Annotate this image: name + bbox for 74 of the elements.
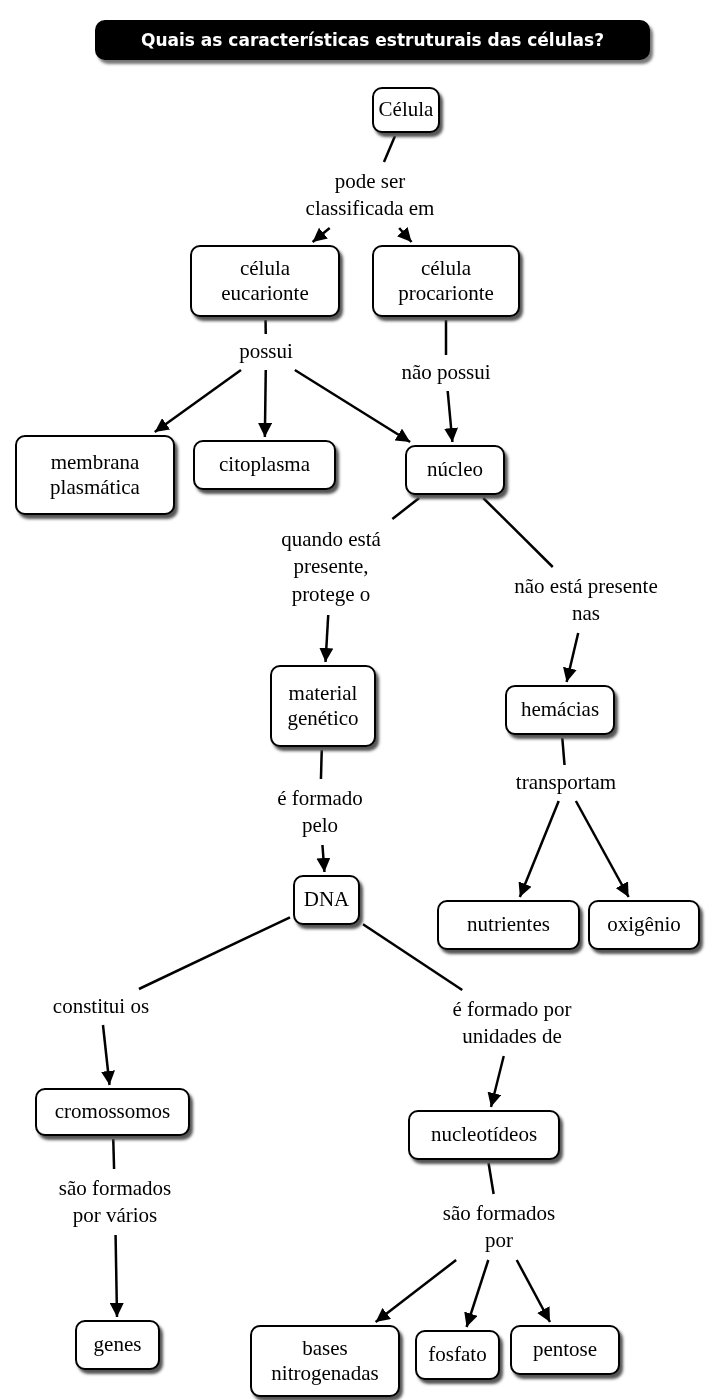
linking-phrase: não está presente nas bbox=[513, 572, 659, 627]
concept-label: célula procarionte bbox=[397, 255, 495, 307]
connector-line bbox=[382, 135, 397, 163]
concept-label: DNA bbox=[303, 887, 350, 913]
concept-label: núcleo bbox=[427, 457, 483, 483]
concept-box bbox=[250, 1325, 400, 1397]
title: Quais as características estruturais das células? bbox=[140, 30, 605, 50]
concept-label: nutrientes bbox=[467, 912, 550, 938]
concept-label: hemácias bbox=[520, 697, 600, 723]
arrow bbox=[316, 844, 331, 873]
concept-box bbox=[15, 435, 175, 515]
arrow bbox=[518, 800, 560, 898]
linking-phrase: são formados por bbox=[441, 1199, 557, 1254]
linking-phrase: é formado pelo bbox=[276, 784, 364, 839]
arrow bbox=[515, 1259, 552, 1323]
linking-phrase: é formado por unidades de bbox=[451, 995, 573, 1050]
concept-box bbox=[372, 245, 520, 317]
concept-box bbox=[505, 685, 615, 735]
linking-phrase: não possui bbox=[401, 359, 491, 387]
arrow bbox=[154, 369, 242, 433]
connector-line bbox=[391, 497, 420, 520]
concept-label: genes bbox=[93, 1332, 142, 1358]
concept-box bbox=[372, 87, 440, 133]
concept-box bbox=[415, 1330, 500, 1380]
arrow bbox=[101, 1024, 115, 1086]
connector-line bbox=[444, 320, 448, 355]
concept-box bbox=[190, 245, 340, 317]
concept-box bbox=[75, 1320, 160, 1370]
concept-box bbox=[35, 1088, 190, 1136]
arrow bbox=[397, 226, 413, 243]
concept-box bbox=[408, 1110, 560, 1160]
concept-label: oxigênio bbox=[607, 912, 681, 938]
linking-phrase: são formados por vários bbox=[57, 1174, 173, 1229]
concept-box bbox=[405, 445, 505, 495]
arrow bbox=[109, 1234, 124, 1318]
concept-label: célula eucarionte bbox=[220, 255, 310, 307]
concept-label: nucleotídeos bbox=[430, 1122, 538, 1148]
concept-label: pentose bbox=[532, 1337, 598, 1363]
connector-line bbox=[561, 737, 566, 766]
linking-phrase: constitui os bbox=[52, 993, 150, 1021]
concept-label: cromossomos bbox=[54, 1099, 171, 1125]
connector-line bbox=[487, 1162, 495, 1195]
concept-box bbox=[437, 900, 580, 950]
linking-phrase: quando está presente, protege o bbox=[280, 526, 382, 608]
concept-label: material genético bbox=[286, 680, 360, 732]
arrow bbox=[563, 632, 580, 683]
arrow bbox=[294, 368, 411, 444]
connector-line bbox=[482, 497, 554, 568]
concept-label: membrana plasmática bbox=[49, 449, 141, 501]
concept-label: bases nitrogenadas bbox=[270, 1335, 380, 1387]
arrow bbox=[374, 1259, 457, 1323]
arrow bbox=[258, 370, 273, 437]
linking-phrase: possui bbox=[239, 338, 293, 366]
connector-line bbox=[319, 749, 323, 780]
arrow bbox=[487, 1055, 505, 1108]
linking-phrase: transportam bbox=[515, 769, 617, 797]
concept-label: Célula bbox=[378, 97, 434, 123]
concept-box bbox=[270, 665, 376, 747]
arrow bbox=[574, 800, 630, 898]
concept-box bbox=[510, 1325, 620, 1375]
arrow bbox=[311, 227, 331, 243]
connector-line bbox=[138, 916, 291, 991]
connector-line bbox=[362, 923, 463, 992]
linking-phrase: pode ser classificada em bbox=[304, 167, 436, 222]
concept-box bbox=[588, 900, 700, 950]
arrow bbox=[444, 390, 459, 443]
concept-label: citoplasma bbox=[219, 452, 310, 478]
arrow bbox=[319, 614, 334, 663]
concept-box bbox=[193, 440, 336, 490]
arrow bbox=[464, 1259, 490, 1328]
connector-line bbox=[264, 320, 267, 334]
connector-line bbox=[112, 1138, 116, 1170]
concept-box bbox=[293, 875, 360, 925]
concept-label: fosfato bbox=[428, 1342, 487, 1368]
